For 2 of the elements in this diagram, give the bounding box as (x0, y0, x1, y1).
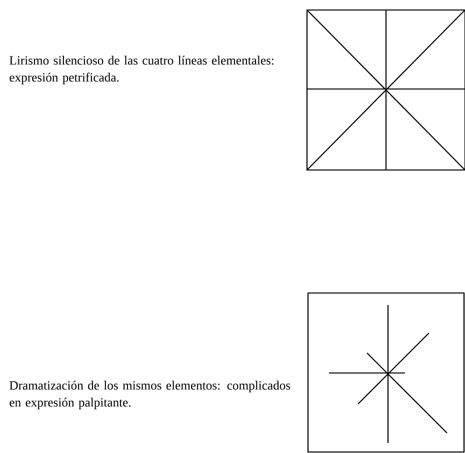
caption-text: Lirismo silencioso de las cuatro líneas elementales: expresión petrificada. (10, 56, 274, 84)
caption-text: Dramatización de los mismos elementos: complicados en expresión palpitante. (10, 380, 290, 410)
